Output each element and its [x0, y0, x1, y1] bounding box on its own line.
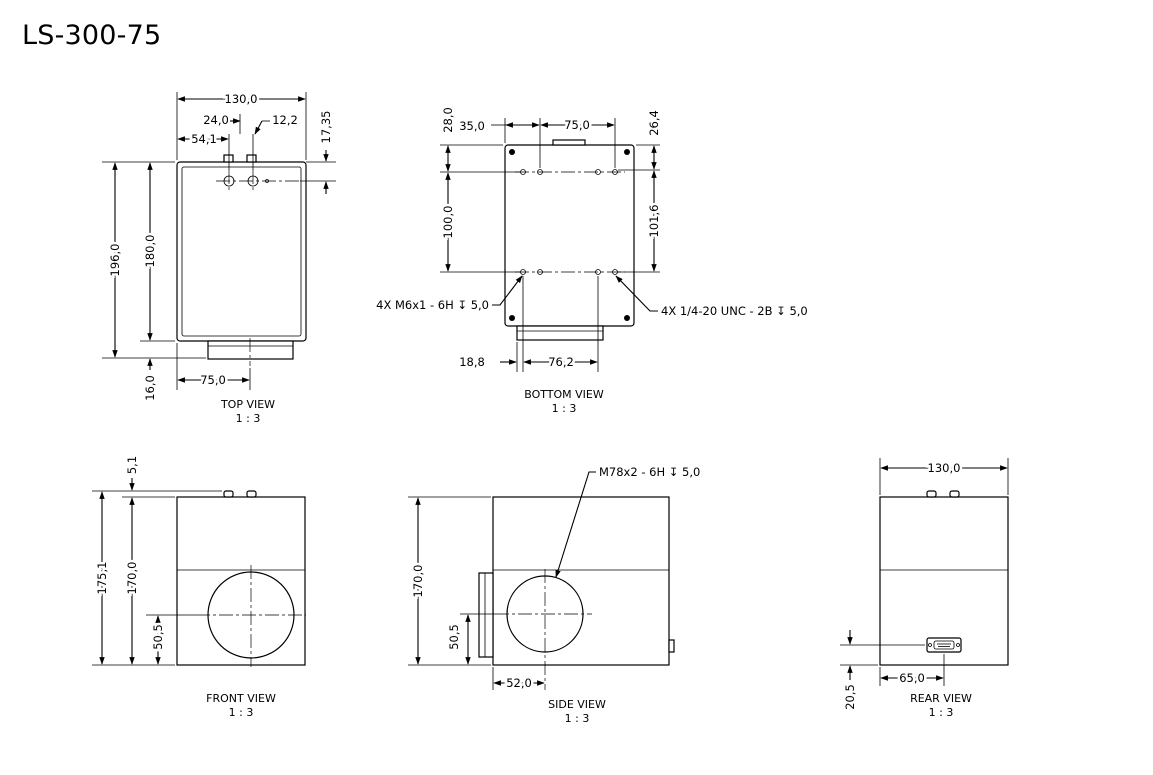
top-body-length-label: 180,0 — [143, 235, 157, 268]
side-thread-callout: M78x2 - 6H ↧ 5,0 — [599, 465, 700, 479]
mount-hole — [612, 169, 618, 175]
side-view-scale: 1 : 3 — [565, 712, 590, 725]
side-lens-offset-label: 52,0 — [506, 676, 532, 690]
bottom-hole-x-label: 35,0 — [459, 119, 485, 133]
rear-conn-y-label: 20,5 — [843, 684, 857, 710]
mount-hole — [595, 169, 601, 175]
mount-hole — [537, 269, 543, 275]
bottom-view-scale: 1 : 3 — [552, 402, 577, 415]
mount-hole — [520, 269, 526, 275]
front-body-height-label: 170,0 — [125, 562, 139, 595]
rear-conn-x-label: 65,0 — [899, 671, 925, 685]
rear-view: 130,0 65,0 20,5 REAR VIEW 1 : 3 — [840, 458, 1009, 719]
top-view-caption: TOP VIEW — [220, 398, 275, 411]
rear-width-label: 130,0 — [928, 461, 961, 475]
bottom-edge-top-label: 28,0 — [441, 107, 455, 133]
bottom-metric-holes-callout: 4X M6x1 - 6H ↧ 5,0 — [376, 298, 489, 312]
bottom-view-caption: BOTTOM VIEW — [524, 388, 604, 401]
front-view-scale: 1 : 3 — [229, 706, 254, 719]
rear-dsub-connector — [926, 637, 962, 653]
top-width-label: 130,0 — [225, 92, 258, 106]
bottom-hole-y-label: 100,0 — [441, 206, 455, 239]
bottom-corner-screw-bl — [509, 315, 515, 321]
mount-hole — [595, 269, 601, 275]
bottom-hole-spacing-label: 75,0 — [564, 118, 590, 132]
front-lens-height-label: 50,5 — [151, 624, 165, 650]
rear-view-caption: REAR VIEW — [910, 692, 972, 705]
top-view-lens-mount — [207, 340, 294, 360]
bottom-right-y-label: 101,6 — [647, 205, 661, 238]
top-view-body — [176, 161, 307, 342]
bottom-unc-spacing-label: 76,2 — [548, 355, 574, 369]
front-view-connector-a — [223, 490, 234, 498]
top-conn-height-label: 17,35 — [319, 111, 333, 144]
rear-view-body — [879, 496, 1009, 666]
front-view-connector-b — [246, 490, 257, 498]
rear-view-scale: 1 : 3 — [929, 706, 954, 719]
front-top-offset-label: 5,1 — [125, 456, 139, 474]
top-lens-center-label: 75,0 — [200, 373, 226, 387]
side-lens-height-label: 50,5 — [447, 624, 461, 650]
bottom-view-lens-mount — [516, 325, 604, 341]
page-title: LS-300-75 — [22, 20, 162, 51]
bottom-right-top-label: 26,4 — [647, 110, 661, 136]
top-conn-offset-label: 24,0 — [203, 113, 229, 127]
front-view-caption: FRONT VIEW — [206, 692, 276, 705]
front-overall-height-label: 175,1 — [95, 562, 109, 595]
top-conn-gap-label: 12,2 — [272, 113, 298, 127]
bottom-corner-screw-tl — [509, 149, 515, 155]
top-view: 130,0 24,0 12,2 54,1 17,35 196,0 180,0 1… — [102, 90, 336, 425]
top-view-connector-b — [246, 154, 257, 163]
side-view-caption: SIDE VIEW — [548, 698, 606, 711]
bottom-view-connector — [552, 139, 586, 146]
side-view-connector — [668, 639, 675, 653]
top-lens-protrusion-label: 16,0 — [143, 375, 157, 401]
top-view-connector-a — [223, 154, 234, 163]
rear-view-connector-b — [949, 490, 960, 498]
bottom-edge-left-label: 18,8 — [459, 355, 485, 369]
side-body-height-label: 170,0 — [411, 565, 425, 598]
top-view-scale: 1 : 3 — [236, 412, 261, 425]
rear-view-connector-a — [926, 490, 937, 498]
bottom-corner-screw-tr — [624, 149, 630, 155]
front-view: 5,1 175,1 170,0 50,5 FRONT VIEW 1 : 3 — [92, 456, 306, 719]
mount-hole — [520, 169, 526, 175]
side-view-lens-mount — [478, 572, 494, 658]
bottom-corner-screw-br — [624, 315, 630, 321]
bottom-mount-holes — [520, 169, 618, 275]
mount-hole — [612, 269, 618, 275]
top-view-inner-outline — [181, 166, 302, 337]
top-edge-to-conn-label: 54,1 — [191, 132, 217, 146]
mount-hole — [537, 169, 543, 175]
side-view: 170,0 50,5 52,0 M78x2 - 6H ↧ 5,0 SIDE VI… — [408, 465, 700, 725]
bottom-view: 35,0 75,0 28,0 100,0 26,4 101,6 18,8 76,… — [376, 107, 808, 415]
top-overall-length-label: 196,0 — [108, 244, 122, 277]
bottom-unc-holes-callout: 4X 1/4-20 UNC - 2B ↧ 5,0 — [661, 304, 808, 318]
